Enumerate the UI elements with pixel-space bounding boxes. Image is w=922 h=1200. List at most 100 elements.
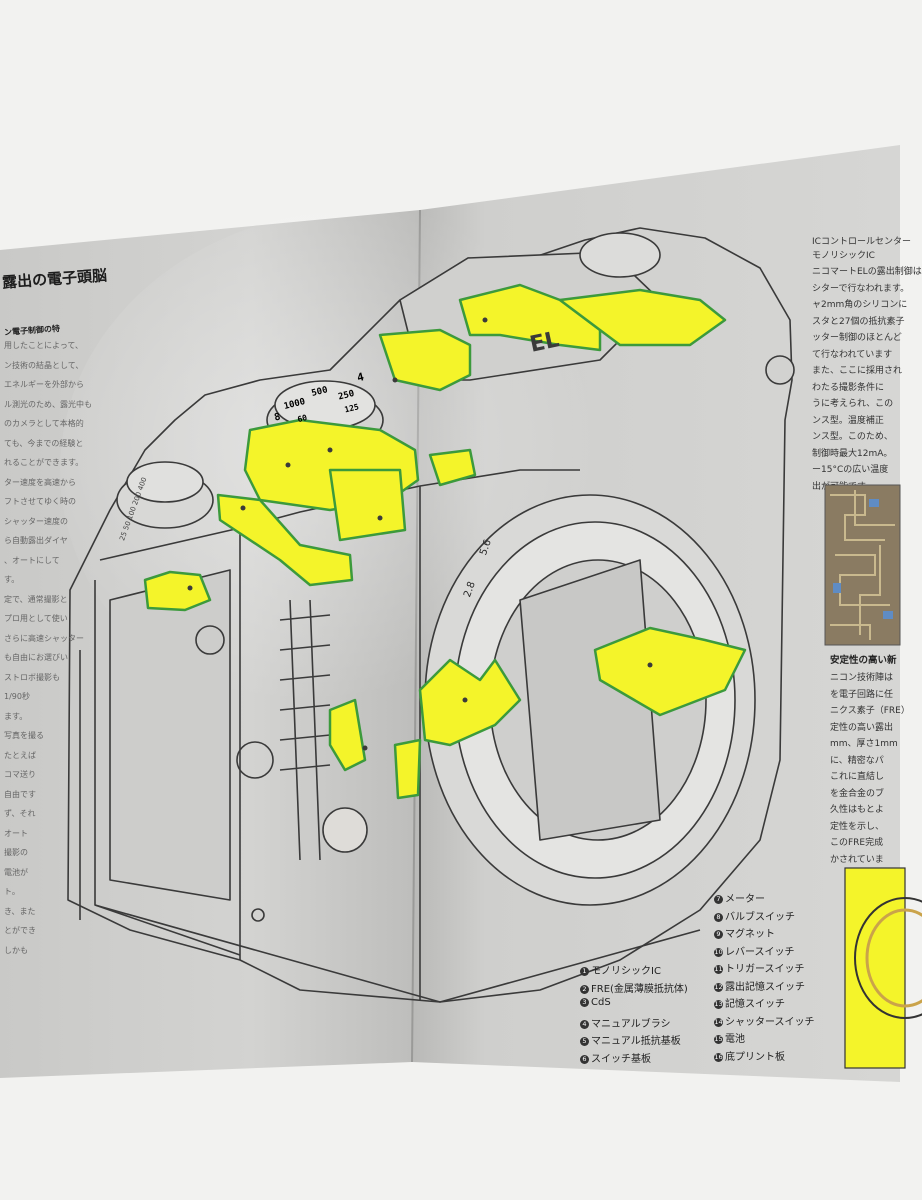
text-line: き、また — [4, 906, 36, 916]
text-line: 用したことによって、 — [4, 341, 83, 350]
legend-label: トリガースイッチ — [725, 964, 805, 975]
text-line: とができ — [4, 926, 36, 935]
text-line: これに直結し — [830, 772, 885, 782]
text-line: しかも — [4, 945, 28, 955]
text-line: ッター制御のほとんど — [812, 333, 902, 343]
text-line: 久性はもとよ — [830, 805, 884, 815]
text-line: ストロボ撮影も — [4, 672, 60, 682]
text-line: プロ用として使い — [4, 614, 68, 623]
text-line: ン技術の結晶として、 — [4, 360, 84, 370]
legend-label: マニュアルブラシ — [591, 1018, 671, 1030]
text-line: フトさせてゆく時の — [4, 497, 76, 506]
legend-label: 記憶スイッチ — [725, 999, 785, 1010]
left-page-text-column: 用したことによって、ン技術の結晶として、エネルギーを外部からル測光のため、露光中… — [4, 340, 92, 960]
text-line: 定性を示し、 — [830, 821, 885, 832]
dial-number-60: 60 — [296, 413, 309, 425]
legend-number-badge: 4 — [580, 1019, 589, 1029]
text-line: を金合金のブ — [830, 788, 885, 799]
text-line: スタと27個の抵抗素子 — [812, 316, 905, 327]
text-line: コマ送り — [4, 770, 36, 779]
legend-number-badge: 6 — [580, 1054, 589, 1064]
ic-chip-photo — [824, 484, 901, 646]
text-line: ます。 — [4, 711, 28, 721]
legend-label: メーター — [725, 894, 765, 905]
legend-label: 露出記憶スイッチ — [725, 981, 805, 993]
highlight-meter-arm — [593, 626, 747, 717]
legend-label: スイッチ基板 — [591, 1053, 651, 1065]
legend-label: FRE(金属薄膜抵抗体) — [591, 983, 688, 995]
spring-mechanism — [279, 599, 331, 861]
dial-number-125: 125 — [343, 402, 360, 415]
text-line: このFRE完成 — [830, 838, 884, 848]
text-line: シターで行なわれます。 — [812, 283, 910, 294]
text-line: ー15°Cの広い温度 — [812, 465, 889, 475]
highlight-cds-bracket — [418, 658, 522, 747]
text-line: 定で、通常撮影と — [4, 594, 68, 604]
text-line: わたる撮影条件に — [812, 382, 885, 393]
ic-section-title: ICコントロールセンター — [812, 237, 911, 247]
text-line: さらに高速シャッター — [4, 633, 84, 643]
legend-number-badge: 5 — [580, 1037, 589, 1046]
legend-number-badge: 8 — [714, 912, 723, 922]
highlight-resistor-board — [328, 468, 407, 542]
text-line: ニコマートELの露出制御は — [812, 267, 922, 277]
legend-label: バルブスイッチ — [725, 911, 795, 923]
rivet-7 — [462, 697, 468, 703]
camera-base — [94, 904, 701, 1003]
rivet-2 — [327, 447, 333, 453]
text-line: シャッター速度の — [4, 516, 68, 526]
text-line: 、オートにして — [4, 555, 60, 565]
dial-number-500: 500 — [310, 385, 329, 399]
legend-label: モノリシックIC — [591, 966, 661, 977]
gear-1 — [195, 625, 225, 655]
text-line: に、精密なパ — [830, 755, 884, 766]
dial-number-250: 250 — [337, 388, 356, 403]
text-line: を電子回路に任 — [830, 689, 894, 700]
text-line: ニクス素子（FRE） — [830, 706, 910, 716]
right-page-section-ic: ICコントロールセンター モノリシックIC ニコマートELの露出制御はシターで行… — [812, 234, 922, 494]
camera-body-outline — [67, 227, 793, 1003]
text-line: ター速度を高速から — [4, 477, 76, 487]
legend-number-badge: 16 — [714, 1052, 723, 1062]
fre-section-title: 安定性の高い新 — [830, 655, 897, 666]
text-line: オート — [4, 828, 28, 838]
text-line: うに考えられ、この — [812, 399, 894, 409]
tripod-screw — [251, 908, 265, 922]
text-line: ル測光のため、露光中も — [4, 399, 92, 409]
rivet-5 — [392, 377, 398, 383]
legend-number-badge: 15 — [714, 1035, 723, 1044]
text-line: たとえば — [4, 750, 36, 760]
dial-number-1000: 1000 — [282, 397, 307, 413]
legend-number-badge: 2 — [580, 984, 589, 994]
text-line: 1/90秒 — [4, 692, 30, 701]
text-line: れることができます。 — [4, 458, 84, 467]
film-rewind-knob-top — [126, 461, 204, 503]
text-line: ら自動露出ダイヤ — [4, 536, 68, 545]
text-line: 自由です — [4, 789, 36, 799]
text-line: も自由にお選びい — [4, 653, 68, 662]
text-line: ンス型。このため、 — [812, 432, 893, 442]
rewind-crank — [579, 232, 661, 278]
rivet-10 — [362, 745, 368, 751]
gear-3 — [322, 807, 368, 853]
text-line: かされていま — [830, 854, 884, 865]
legend-label: CdS — [591, 997, 611, 1008]
legend-label: 底プリント板 — [725, 1051, 785, 1063]
text-line: また、ここに採用され — [812, 366, 903, 376]
yellow-feature-box — [844, 867, 922, 1069]
text-line: 定性の高い露出 — [830, 722, 894, 733]
legend-label: 電池 — [725, 1034, 745, 1045]
